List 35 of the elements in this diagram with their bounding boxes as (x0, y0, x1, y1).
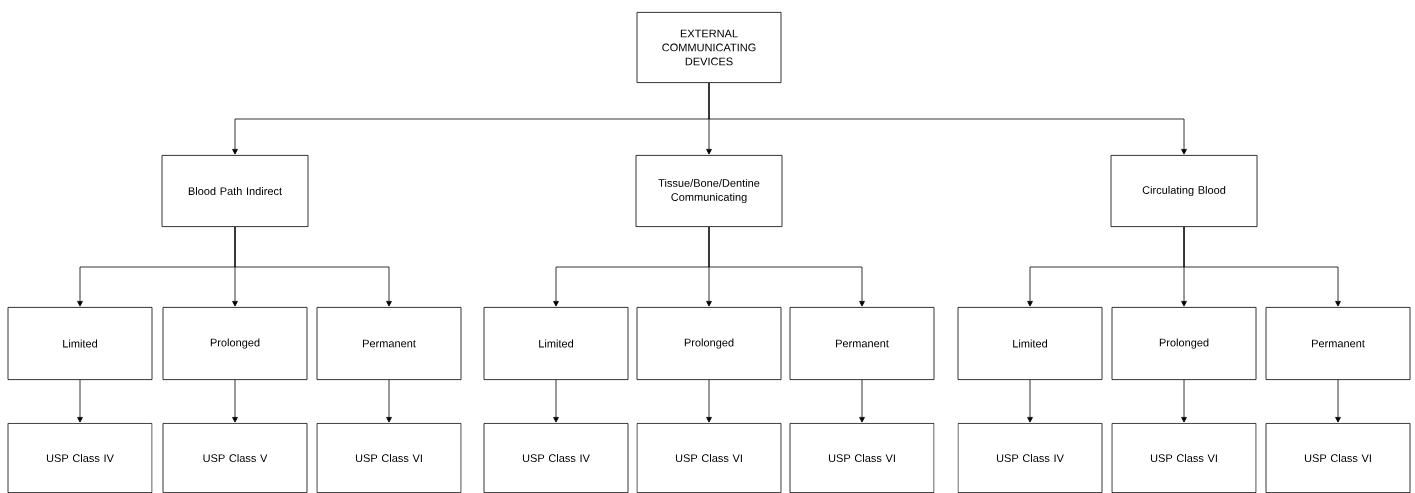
arrow (708, 82, 1187, 155)
arrow (706, 379, 712, 423)
arrow (1027, 379, 1033, 423)
class-box: USP Class VI (316, 423, 462, 493)
arrow (1335, 379, 1341, 423)
category-box: Blood Path Indirect (161, 155, 309, 227)
arrow (77, 379, 83, 423)
class-box: USP Class IV (7, 423, 153, 493)
duration-box: Limited (483, 307, 629, 380)
duration-box: Prolonged (1111, 307, 1257, 380)
class-box: USP Class IV (483, 423, 629, 493)
duration-box: Permanent (789, 307, 935, 380)
class-box: USP Class VI (636, 423, 782, 493)
arrow (232, 379, 238, 423)
category-box: EXTERNAL COMMUNICATING DEVICES (636, 12, 782, 83)
class-box: USP Class VI (1265, 423, 1411, 493)
arrow (708, 226, 865, 307)
arrow (859, 379, 865, 423)
class-box: USP Class V (162, 423, 308, 493)
arrow (234, 226, 392, 307)
duration-box: Prolonged (162, 307, 308, 380)
class-box: USP Class VI (789, 423, 935, 493)
category-box: Circulating Blood (1110, 155, 1258, 227)
arrow (553, 379, 559, 423)
arrow (1181, 379, 1187, 423)
duration-box: Prolonged (636, 307, 782, 380)
category-box: Tissue/Bone/Dentine Communicating (635, 155, 783, 227)
class-box: USP Class VI (1111, 423, 1257, 493)
duration-box: Limited (7, 307, 153, 380)
duration-box: Permanent (316, 307, 462, 380)
duration-box: Permanent (1265, 307, 1411, 380)
arrow (1183, 226, 1341, 307)
duration-box: Limited (957, 307, 1103, 380)
arrow (386, 379, 392, 423)
class-box: USP Class IV (957, 423, 1103, 493)
